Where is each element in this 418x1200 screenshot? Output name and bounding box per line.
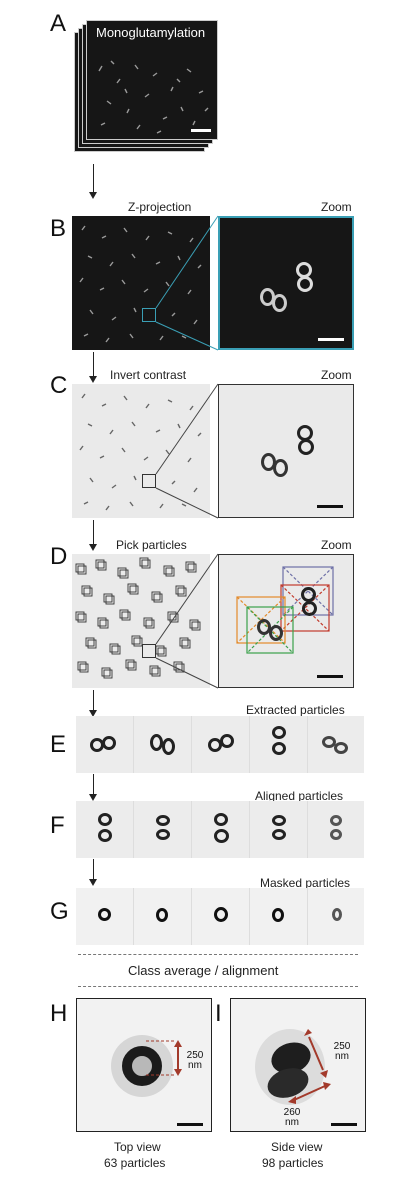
masked-particles-strip (76, 888, 364, 945)
zoom-image-d (218, 554, 354, 688)
panel-label-e: E (50, 731, 67, 758)
particle-tile (134, 888, 192, 945)
picked-particles-image (72, 554, 210, 688)
zoom-selection-box-d (142, 644, 156, 658)
monoglutamylation-image (86, 20, 218, 140)
scale-bar (177, 1123, 203, 1126)
divider-line-bottom (78, 986, 358, 987)
flow-arrow-f-g-head (89, 879, 97, 886)
panel-label-f: F (50, 812, 65, 839)
panel-d-title: Pick particles (116, 538, 187, 552)
panel-b-zoom-title: Zoom (321, 200, 352, 214)
scale-bar (331, 1123, 357, 1126)
particle-ring (301, 587, 316, 602)
top-view-ring (122, 1046, 162, 1086)
side-view-caption: Side view (271, 1140, 323, 1154)
particle-tile (308, 888, 364, 945)
divider-line-top (78, 954, 358, 955)
flow-arrow-a-b-head (89, 192, 97, 199)
scale-bar (317, 675, 343, 678)
particle-tile (308, 716, 364, 773)
zoom-connector-lines-d (155, 553, 219, 689)
panel-label-d: D (50, 543, 68, 570)
particle-tile (250, 888, 308, 945)
inverted-contrast-image (72, 384, 210, 518)
particle-tile (134, 716, 192, 773)
particle-field-c (79, 393, 202, 511)
panel-a-title: Monoglutamylation (96, 25, 206, 40)
particle-ring (273, 459, 288, 477)
zoom-image-b (218, 216, 354, 350)
z-projection-image (72, 216, 210, 350)
particle-tile (134, 801, 192, 858)
particle-ring (297, 276, 313, 292)
panel-label-h: H (50, 1000, 68, 1027)
panel-label-i: I (215, 1000, 222, 1027)
class-average-heading: Class average / alignment (128, 963, 279, 978)
flow-arrow-e-f-head (89, 794, 97, 801)
panel-c-title: Invert contrast (110, 368, 187, 382)
panel-g-title: Masked particles (260, 876, 351, 890)
measure-label-i-height: 250 nm (333, 1041, 351, 1062)
flow-arrow-b-c-head (89, 376, 97, 383)
top-view-particle-count: 63 particles (104, 1156, 166, 1170)
zoom-connector-lines-c (155, 383, 219, 519)
zoom-selection-box-c (142, 474, 156, 488)
scale-bar (191, 129, 211, 132)
panel-b-title: Z-projection (128, 200, 192, 214)
scale-bar (318, 338, 344, 341)
flow-arrow-c-d-line (93, 520, 94, 544)
particle-field-b (79, 225, 202, 343)
flow-arrow-e-f-line (93, 774, 94, 794)
particle-tile (76, 801, 134, 858)
particle-tile (192, 801, 250, 858)
particle-ring (257, 619, 271, 635)
flow-arrow-d-e-line (93, 690, 94, 710)
particle-ring (298, 439, 314, 455)
flow-arrow-a-b-line (93, 164, 94, 192)
particle-ring (272, 294, 287, 312)
panel-label-c: C (50, 372, 68, 399)
panel-f-title: Aligned particles (255, 789, 344, 803)
zoom-selection-box-b (142, 308, 156, 322)
scale-bar (317, 505, 343, 508)
flow-arrow-d-e-head (89, 710, 97, 717)
particle-tile (76, 716, 134, 773)
measure-label-i-width: 260 nm (283, 1107, 301, 1128)
zoom-connector-lines-b (155, 215, 219, 351)
particle-tile (250, 801, 308, 858)
panel-label-a: A (50, 10, 67, 37)
extracted-particles-strip (76, 716, 364, 773)
particle-tile (76, 888, 134, 945)
top-view-class-average (76, 998, 212, 1132)
aligned-particles-strip (76, 801, 364, 858)
zoom-image-c (218, 384, 354, 518)
particle-tile (250, 716, 308, 773)
particle-field-a (98, 60, 209, 134)
particle-tile (308, 801, 364, 858)
panel-d-zoom-title: Zoom (321, 538, 352, 552)
panel-label-b: B (50, 215, 67, 242)
flow-arrow-b-c-line (93, 352, 94, 376)
top-view-caption: Top view (114, 1140, 161, 1154)
side-view-particle-count: 98 particles (262, 1156, 324, 1170)
panel-c-zoom-title: Zoom (321, 368, 352, 382)
flow-arrow-c-d-head (89, 544, 97, 551)
particle-tile (192, 716, 250, 773)
panel-e-title: Extracted particles (246, 703, 345, 717)
particle-ring (269, 625, 283, 641)
flow-arrow-f-g-line (93, 859, 94, 879)
panel-label-g: G (50, 898, 69, 925)
particle-tile (192, 888, 250, 945)
particle-ring (302, 601, 317, 616)
measure-label-h: 250 nm (186, 1050, 204, 1071)
